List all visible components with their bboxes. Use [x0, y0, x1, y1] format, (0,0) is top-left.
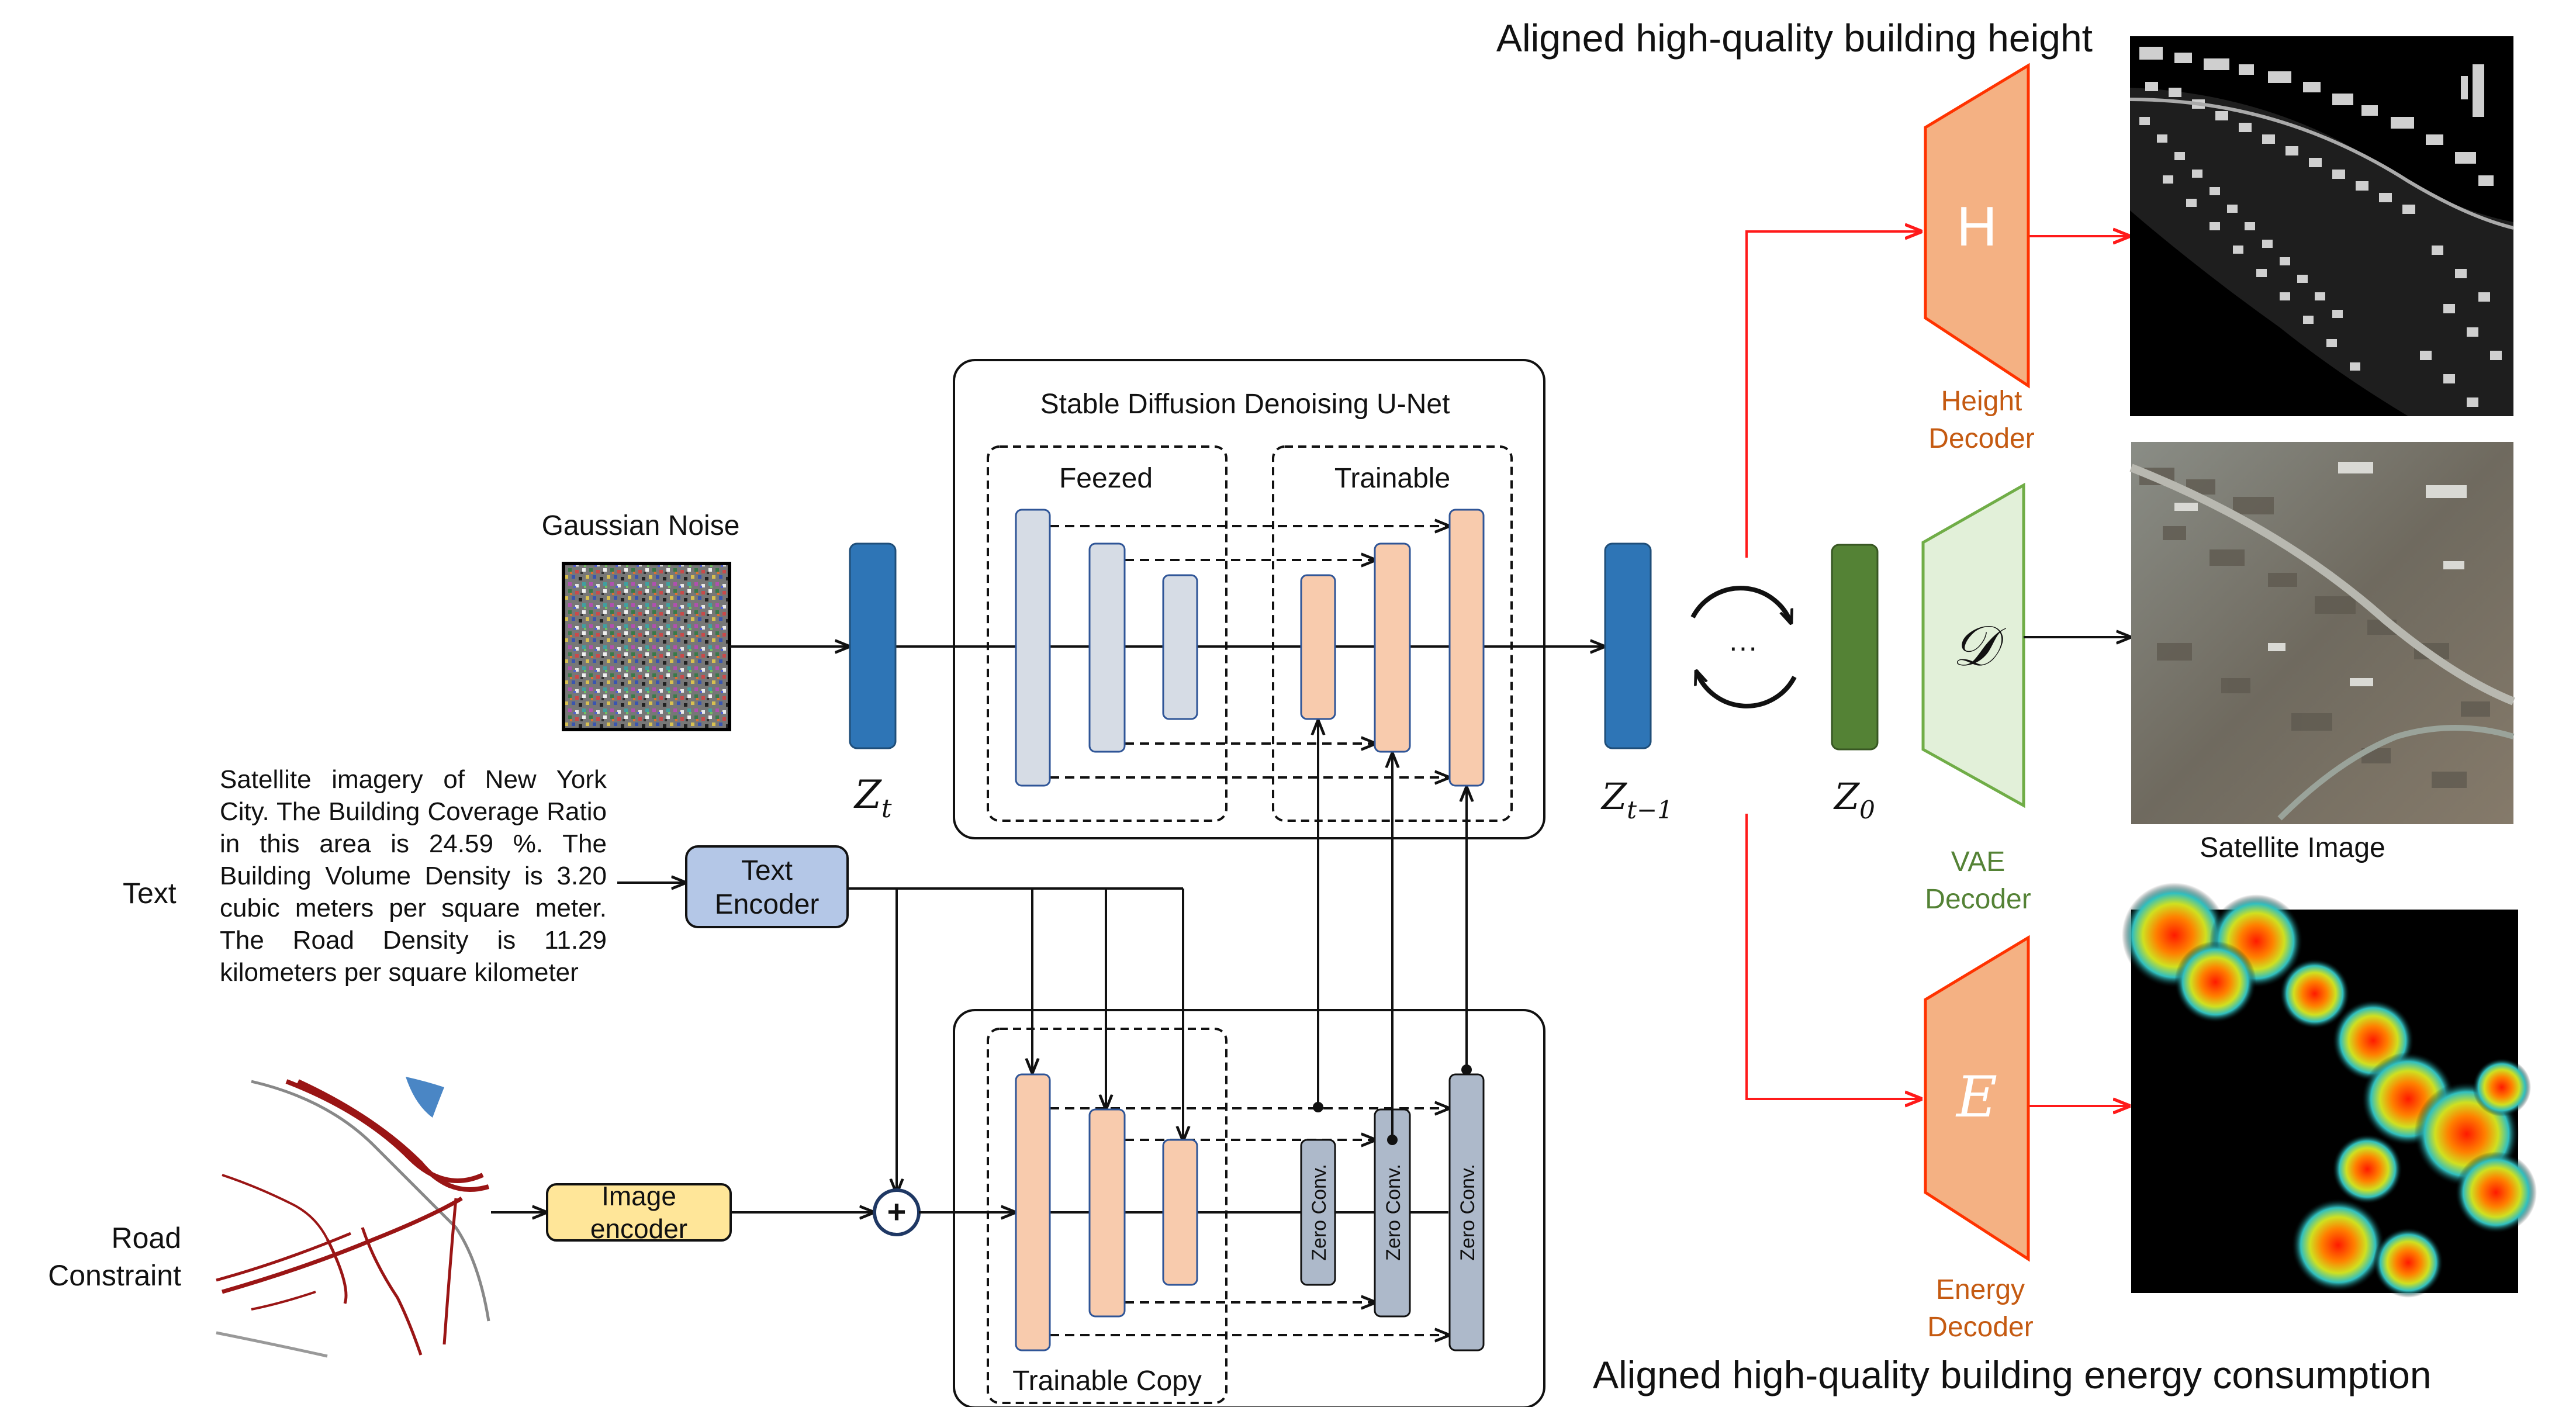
zero-conv-1-label: Zero Conv. [1308, 1164, 1330, 1261]
trainable-copy-label: Trainable Copy [1012, 1365, 1202, 1396]
text-prompt: Satellite imagery of New York City. The … [220, 765, 607, 987]
frozen-group [987, 445, 1228, 822]
unet-frozen-block-1 [1015, 509, 1051, 787]
height-decoder-shape [1924, 63, 2030, 389]
trainable-label: Trainable [1334, 463, 1450, 494]
unet-trainable-block-3 [1448, 509, 1485, 787]
energy-decoder-shape [1924, 935, 2030, 1262]
vae-decoder-shape [1921, 482, 2025, 808]
controlnet-box [953, 1009, 1545, 1407]
copy-block-2 [1088, 1108, 1126, 1318]
satellite-image [2129, 442, 2515, 824]
top-title: Aligned high-quality building height [1496, 16, 2093, 60]
zero-conv-1 [1300, 1139, 1336, 1286]
latent-zt-block [849, 542, 897, 749]
text-label: Text [123, 877, 177, 910]
copy-block-1 [1015, 1073, 1051, 1351]
zero-conv-2-label: Zero Conv. [1382, 1164, 1405, 1261]
branch-to-height-decoder [1745, 231, 1921, 558]
latent-z0-label: Z0 [1833, 775, 1875, 824]
building-height-image [2129, 36, 2514, 416]
zc1-junction [1313, 1102, 1323, 1112]
latent-z0-block [1831, 544, 1879, 751]
loop-arrow-bottom [1696, 671, 1797, 708]
unet-trainable-block-2 [1374, 542, 1411, 753]
loop-arrow-top [1690, 586, 1791, 623]
energy-decoder-symbol: E [1955, 1064, 1997, 1130]
energy-heatmap-image [2122, 883, 2537, 1298]
road-constraint-image [213, 1076, 491, 1358]
zero-conv-3-label: Zero Conv. [1457, 1164, 1479, 1261]
latent-zt1-block [1604, 542, 1652, 749]
bottom-title: Aligned high-quality building energy con… [1593, 1353, 2432, 1396]
unet-title: Stable Diffusion Denoising U-Net [1040, 389, 1450, 420]
frozen-label: Feezed [1059, 463, 1153, 494]
gaussian-noise-image [562, 562, 731, 731]
zc2-junction [1387, 1135, 1398, 1145]
text-encoder-box [685, 845, 849, 928]
unet-trainable-block-1 [1300, 574, 1336, 720]
satellite-caption: Satellite Image [2200, 832, 2385, 863]
latent-zt-label: Zt [853, 772, 892, 824]
loop-ellipsis: ··· [1728, 631, 1758, 663]
branch-to-energy-decoder [1745, 814, 1921, 1099]
zc3-junction [1461, 1064, 1472, 1075]
gaussian-noise-label: Gaussian Noise [542, 510, 740, 541]
trainable-group [1272, 445, 1513, 822]
latent-zt1-label: Zt−1 [1600, 775, 1673, 824]
unet-box [953, 359, 1545, 839]
plus-symbol: + [887, 1193, 907, 1230]
copy-block-3 [1162, 1139, 1198, 1286]
unet-frozen-block-3 [1162, 574, 1198, 720]
trainable-copy-group [987, 1028, 1228, 1404]
height-decoder-symbol: H [1956, 195, 1997, 258]
unet-frozen-block-2 [1088, 542, 1126, 753]
